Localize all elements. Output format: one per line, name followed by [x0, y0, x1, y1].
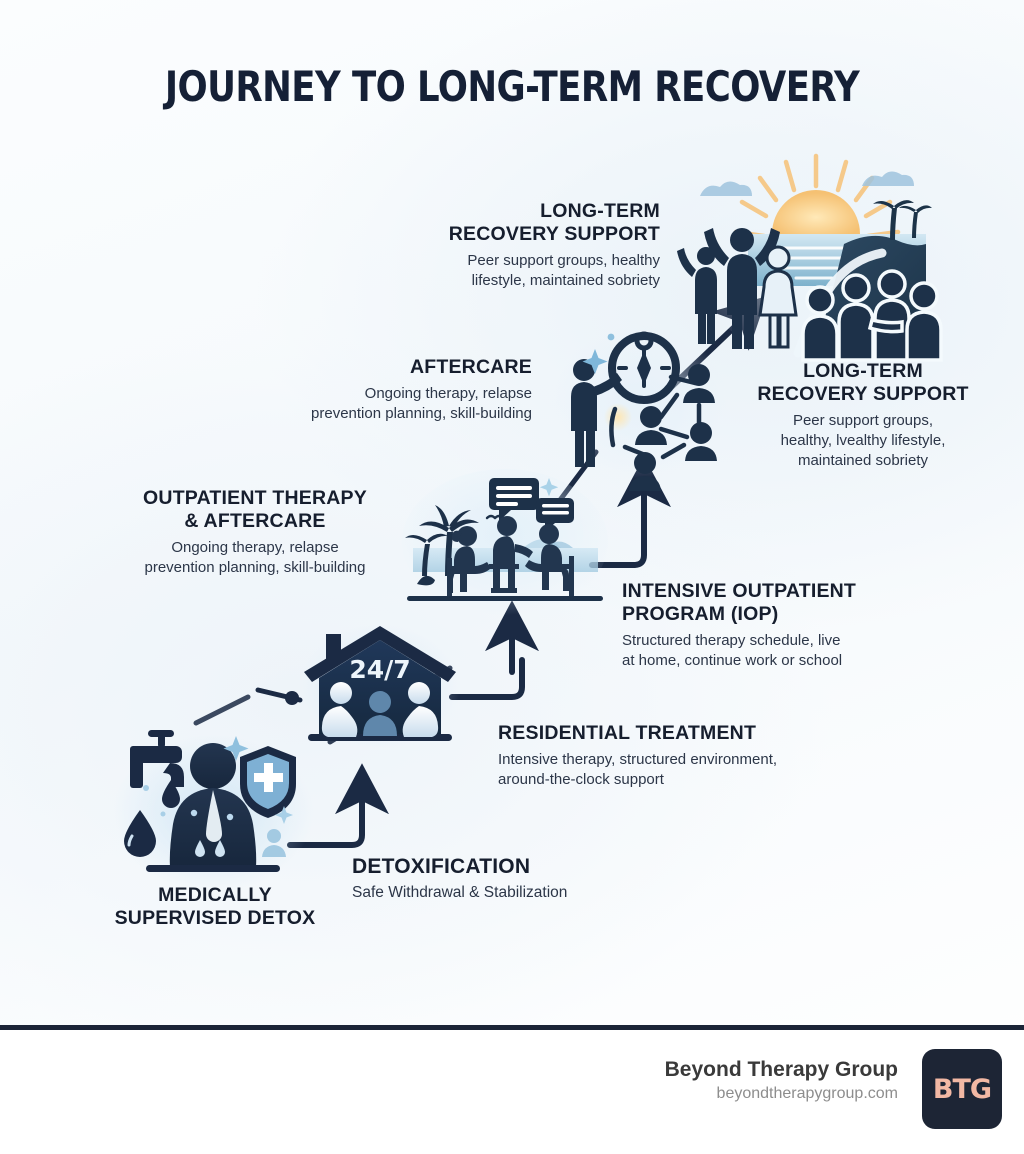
- text-iop: INTENSIVE OUTPATIENT PROGRAM (IOP) Struc…: [622, 580, 922, 671]
- aftercare-heading: AFTERCARE: [409, 356, 532, 378]
- brand-name: Beyond Therapy Group: [664, 1058, 898, 1081]
- btg-logo: BTG: [922, 1049, 1002, 1129]
- aftercare-body-line1: Ongoing therapy, relapse: [364, 385, 532, 402]
- text-longterm-left: LONG-TERM RECOVERY SUPPORT Peer support …: [368, 200, 660, 291]
- house-badge-text: 24/7: [349, 655, 410, 684]
- detox-body: Safe Withdrawal & Stabilization: [352, 884, 568, 901]
- text-detoxification: DETOXIFICATION Safe Withdrawal & Stabili…: [352, 855, 682, 903]
- footer-divider: [0, 1025, 1024, 1030]
- iop-heading-line1: INTENSIVE OUTPATIENT: [622, 580, 857, 602]
- brand-url[interactable]: beyondtherapygroup.com: [716, 1085, 898, 1102]
- brand-block: Beyond Therapy Group beyondtherapygroup.…: [665, 1057, 898, 1105]
- longterm-right-heading-line1: LONG-TERM: [803, 360, 923, 382]
- iop-heading-line2: PROGRAM (IOP): [622, 603, 779, 625]
- longterm-right-body-line1: Peer support groups,: [792, 412, 934, 429]
- outpatient-body-line1: Ongoing therapy, relapse: [171, 539, 339, 556]
- residential-heading: RESIDENTIAL TREATMENT: [498, 722, 757, 744]
- longterm-heading-line2: RECOVERY SUPPORT: [448, 223, 660, 245]
- art-medically-supervised-detox: [113, 730, 313, 891]
- text-medically-supervised-detox: MEDICALLY SUPERVISED DETOX: [92, 884, 338, 935]
- art-beach-therapy-group: [402, 469, 608, 615]
- residential-body-line2: around-the-clock support: [498, 771, 664, 788]
- aftercare-body-line2: prevention planning, skill-building: [311, 405, 532, 422]
- text-residential: RESIDENTIAL TREATMENT Intensive therapy,…: [498, 722, 878, 790]
- art-compass-network: [553, 325, 727, 491]
- longterm-right-heading-line2: RECOVERY SUPPORT: [757, 383, 969, 405]
- text-outpatient-therapy: OUTPATIENT THERAPY & AFTERCARE Ongoing t…: [110, 487, 400, 578]
- outpatient-body-line2: prevention planning, skill-building: [144, 559, 366, 576]
- iop-body-line2: at home, continue work or school: [622, 652, 843, 669]
- page-title: JOURNEY TO LONG-TERM RECOVERY: [164, 62, 860, 111]
- residential-body-line1: Intensive therapy, structured environmen…: [498, 751, 778, 768]
- detox-heading: DETOXIFICATION: [352, 855, 531, 878]
- longterm-right-body-line3: maintained sobriety: [797, 452, 929, 469]
- detox-label-line2: SUPERVISED DETOX: [114, 907, 316, 929]
- detox-label-line1: MEDICALLY: [158, 884, 272, 906]
- longterm-body-line2: lifestyle, maintained sobriety: [471, 272, 660, 289]
- btg-logo-text: BTG: [932, 1073, 992, 1105]
- art-sunrise-beach-celebration: [677, 143, 943, 362]
- text-longterm-right: LONG-TERM RECOVERY SUPPORT Peer support …: [722, 360, 1004, 471]
- longterm-heading-line1: LONG-TERM: [540, 200, 660, 222]
- longterm-right-body-line2: healthy, lvealthy lifestyle,: [780, 432, 946, 449]
- outpatient-heading-line2: & AFTERCARE: [184, 510, 326, 532]
- text-aftercare: AFTERCARE Ongoing therapy, relapse preve…: [240, 356, 532, 424]
- outpatient-heading-line1: OUTPATIENT THERAPY: [143, 487, 367, 509]
- iop-body-line1: Structured therapy schedule, live: [622, 632, 841, 649]
- longterm-body-line1: Peer support groups, healthy: [467, 252, 660, 269]
- art-residential-house: 24/7: [300, 624, 460, 748]
- footer: [0, 1030, 1024, 1154]
